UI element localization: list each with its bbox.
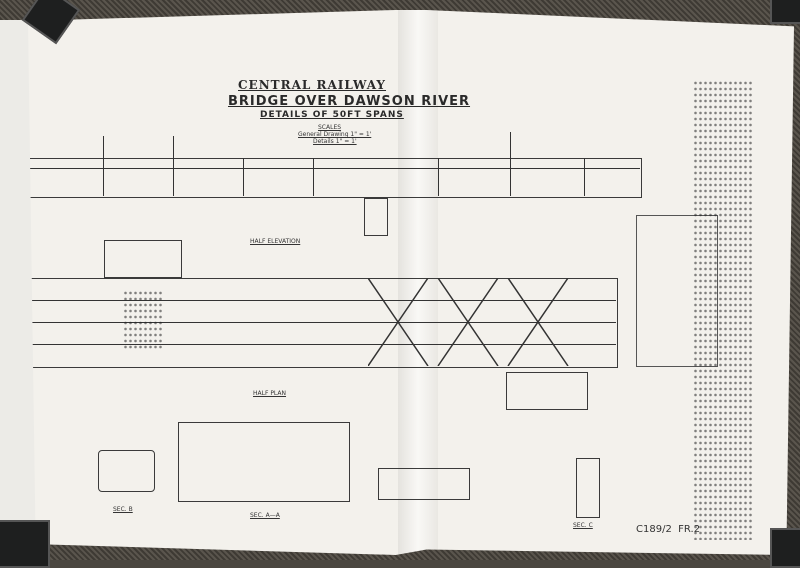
section-b-drawing: [98, 450, 155, 492]
stiffener: [103, 136, 104, 196]
drawing-title: BRIDGE OVER DAWSON RIVER: [228, 94, 471, 109]
scale-details: Details 1" = 1': [313, 138, 357, 145]
paper-weight-bottom-left: [0, 520, 50, 568]
print-noise: [123, 290, 163, 350]
stiffener: [438, 158, 439, 196]
stiffener: [243, 158, 244, 196]
plan-chord: [28, 322, 616, 323]
half-plan-label: HALF PLAN: [253, 390, 287, 397]
sheet-number: FR.2: [678, 524, 701, 535]
drawing-subtitle: DETAILS OF 50FT SPANS: [260, 110, 404, 120]
paper-weight-top-right: [770, 0, 800, 24]
paper-weight-bottom-right: [770, 528, 800, 568]
railway-title: CENTRAL RAILWAY: [238, 78, 387, 92]
section-b-label: SEC. B: [113, 506, 133, 513]
stiffener: [510, 132, 511, 196]
section-aa-label: SEC. A—A: [250, 512, 280, 519]
girder-flange: [28, 168, 640, 169]
paper-fold: [398, 10, 438, 555]
scale-general: General Drawing 1" = 1': [298, 131, 372, 138]
print-noise: [693, 80, 753, 540]
bearing-detail: [364, 198, 388, 236]
stiffener: [173, 136, 174, 196]
scales-label: SCALES: [318, 124, 342, 131]
plan-chord: [28, 344, 616, 345]
section-aa-drawing: [178, 422, 350, 502]
drawing-reference: C189/2 FR.2: [636, 524, 700, 535]
reference-number: C189/2: [636, 524, 672, 535]
stiffener: [584, 158, 585, 196]
stiffener: [313, 158, 314, 196]
stringer-section: [506, 372, 588, 410]
gusset-detail: [576, 458, 600, 518]
girder-elevation: [28, 158, 642, 198]
lattice-bracing: [368, 278, 569, 366]
connection-detail: [378, 468, 470, 500]
half-elevation-label: HALF ELEVATION: [250, 238, 301, 245]
cross-girder-detail: [104, 240, 182, 278]
plan-chord: [28, 300, 616, 301]
drawing-sheet: CENTRAL RAILWAY BRIDGE OVER DAWSON RIVER…: [28, 10, 794, 555]
section-c-label: SEC. C: [573, 522, 593, 529]
